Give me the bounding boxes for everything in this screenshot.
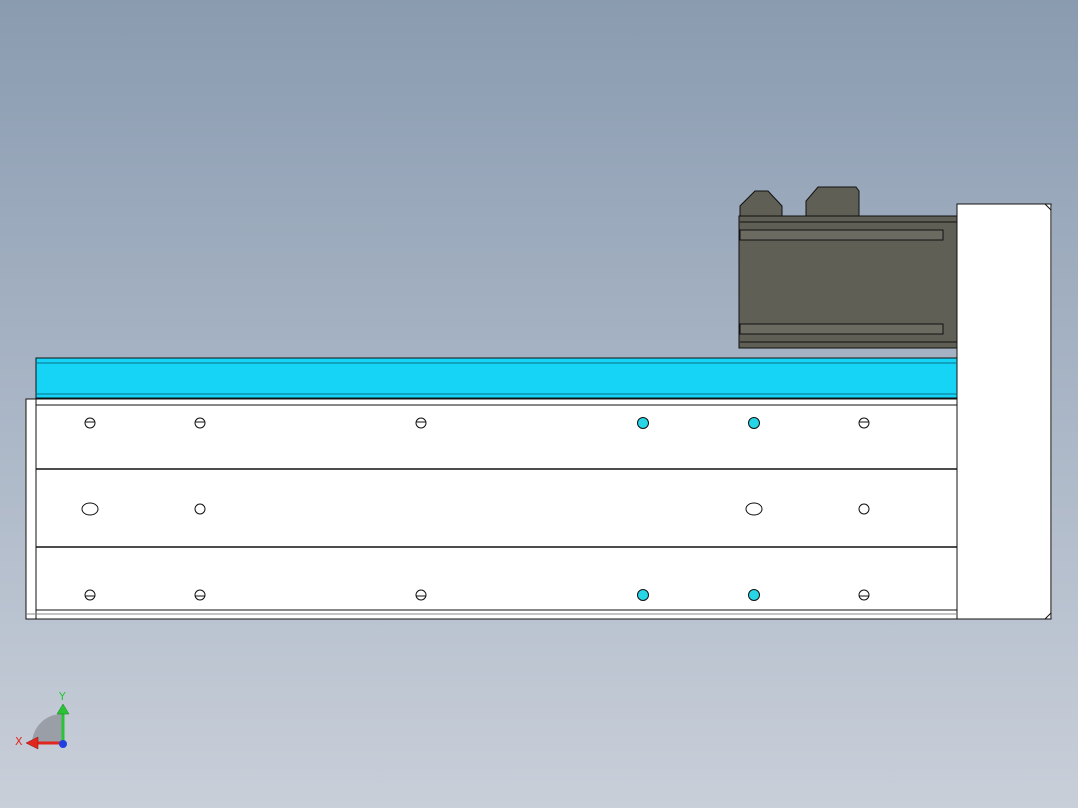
motor-assembly[interactable] (738, 186, 959, 349)
screw-hole[interactable] (858, 589, 870, 601)
motor-connector-left[interactable] (739, 190, 783, 217)
motor-groove-bottom (739, 323, 944, 335)
x-axis-label: X (15, 735, 23, 748)
screw-hole[interactable] (194, 589, 206, 601)
highlighted-hole[interactable] (637, 589, 649, 601)
highlighted-hole[interactable] (637, 417, 649, 429)
x-axis-arrow-icon (25, 736, 39, 750)
coordinate-triad: Y X (15, 690, 70, 750)
screw-hole[interactable] (194, 417, 206, 429)
screw-hole[interactable] (858, 417, 870, 429)
y-axis-label: Y (58, 690, 66, 703)
highlighted-hole[interactable] (748, 417, 760, 429)
motor-groove-top (739, 229, 944, 241)
z-axis-icon (59, 740, 67, 748)
end-cap[interactable] (956, 203, 1052, 620)
screw-hole[interactable] (194, 503, 206, 515)
highlighted-hole[interactable] (748, 589, 760, 601)
screw-hole[interactable] (858, 503, 870, 515)
triad-plane-shading (32, 714, 62, 744)
motor-connector-right[interactable] (805, 186, 860, 217)
hole-row-top (84, 417, 870, 429)
y-axis-arrow-icon (56, 703, 70, 715)
slot-hole[interactable] (745, 502, 763, 516)
actuator-base-profile[interactable] (25, 398, 958, 620)
hole-row-bottom (84, 589, 870, 601)
hole-row-middle (81, 502, 870, 516)
screw-hole[interactable] (415, 589, 427, 601)
linear-rail[interactable] (35, 357, 958, 399)
screw-hole[interactable] (84, 417, 96, 429)
slot-hole[interactable] (81, 502, 99, 516)
screw-hole[interactable] (84, 589, 96, 601)
screw-hole[interactable] (415, 417, 427, 429)
